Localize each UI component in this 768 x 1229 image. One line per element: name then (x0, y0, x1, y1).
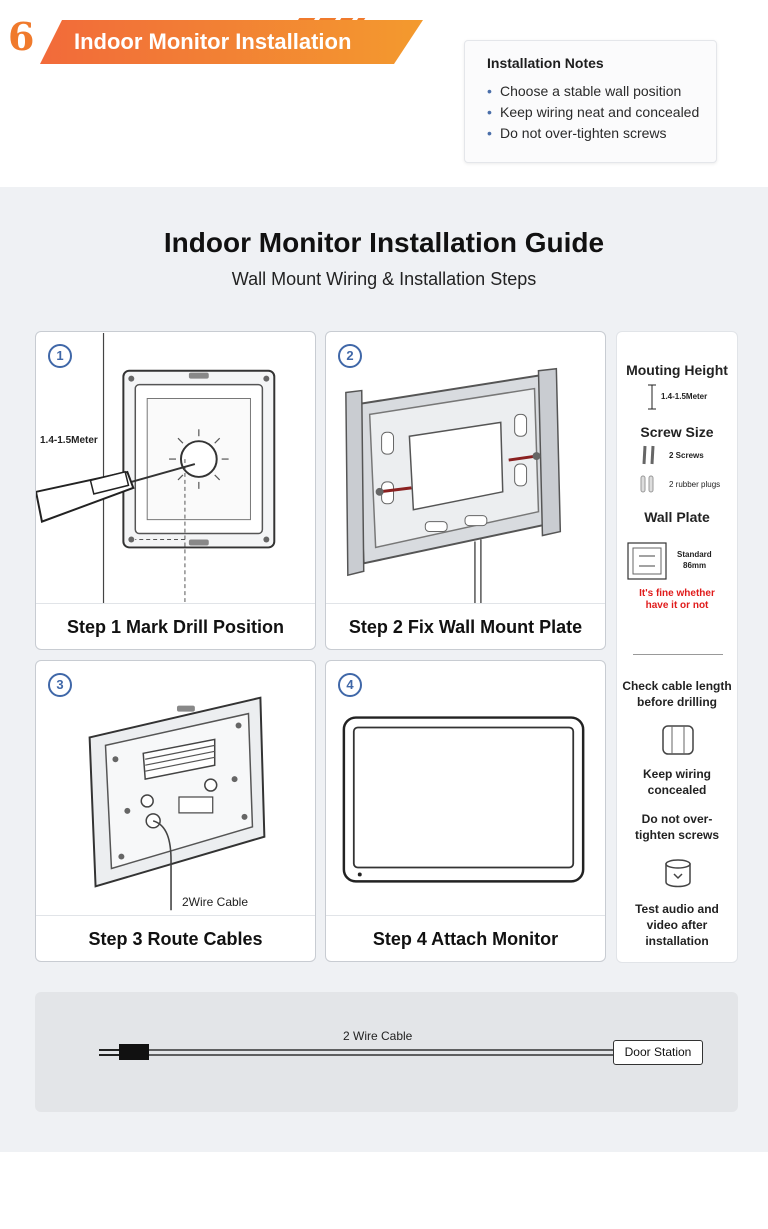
installation-notes-card: Installation Notes Choose a stable wall … (464, 40, 717, 163)
plate-size: 86mm (683, 561, 707, 570)
route-cable-illustration (88, 696, 266, 911)
door-station-box: Door Station (613, 1040, 703, 1065)
step-badge-3: 3 (48, 673, 72, 697)
step-card-1: 1.4-1.5Meter 1 Step 1 Mark Drill Positio… (35, 331, 316, 650)
guide-title: Indoor Monitor Installation Guide (163, 227, 605, 258)
step-badge-1: 1 (48, 344, 72, 368)
tip-no-overtighten-2: tighten screws (634, 828, 720, 842)
section-banner: Indoor Monitor Installation (40, 18, 423, 64)
step-label-4: Step 4 Attach Monitor (326, 915, 605, 961)
tip-test-av-3: installation (645, 934, 709, 948)
plate-optional-note-2: have it or not (645, 600, 709, 611)
notes-item: Keep wiring neat and concealed (487, 102, 699, 123)
screw-count: 2 Screws (669, 451, 704, 460)
tip-keep-wiring: Keep wiring (642, 767, 711, 781)
step-card-2: 2 Step 2 Fix Wall Mount Plate (325, 331, 606, 650)
guide-subtitle: Wall Mount Wiring & Installation Steps (231, 269, 537, 289)
step-label-2: Step 2 Fix Wall Mount Plate (326, 603, 605, 649)
speaker-test-icon (665, 859, 691, 888)
cable-diagram: 2 Wire Cable Door Station (35, 992, 738, 1112)
tip-check-cable-2: before drilling (636, 695, 717, 709)
step-card-3: 2Wire Cable 3 Step 3 Route Cables (35, 660, 316, 962)
step-badge-4: 4 (338, 673, 362, 697)
tip-no-overtighten: Do not over- (641, 812, 713, 826)
section-number: 6 (8, 14, 35, 59)
tip-keep-wiring-2: concealed (647, 783, 707, 797)
notes-title: Installation Notes (487, 55, 604, 71)
notes-list: Choose a stable wall position Keep wirin… (487, 81, 699, 144)
cable-line (99, 1044, 613, 1060)
height-marker-icon (648, 384, 656, 410)
wall-plate-title: Wall Plate (644, 509, 710, 525)
step3-cable-annotation: 2Wire Cable (182, 895, 249, 909)
tip-test-av: Test audio and (635, 902, 719, 916)
screw-size-title: Screw Size (640, 424, 714, 440)
step-badge-2: 2 (338, 344, 362, 368)
monitor-illustration (342, 716, 585, 883)
step-label-1: Step 1 Mark Drill Position (36, 603, 315, 649)
plate-standard: Standard (677, 550, 712, 559)
banner-title: Indoor Monitor Installation (74, 29, 352, 54)
notes-item: Do not over-tighten screws (487, 123, 694, 144)
notes-item: Choose a stable wall position (487, 81, 694, 102)
wall-plate-icon (627, 542, 667, 580)
screw-icon (642, 445, 655, 465)
banner-shape (40, 18, 423, 64)
rubber-plug-icon (640, 475, 654, 493)
installation-guide-panel: Indoor Monitor Installation Guide Wall M… (0, 187, 768, 1152)
spec-sidebar: Mouting Height 1.4-1.5Meter Screw Size 2… (616, 331, 738, 963)
cable-box-icon (662, 725, 694, 755)
tip-test-av-2: video after (646, 918, 708, 932)
rubber-plug-count: 2 rubber plugs (669, 480, 721, 489)
cable-label: 2 Wire Cable (343, 1029, 413, 1043)
mounting-height-title: Mouting Height (626, 362, 728, 378)
step-label-3: Step 3 Route Cables (36, 915, 315, 961)
wall-plate-illustration (345, 367, 562, 604)
drill-illustration (36, 332, 276, 604)
sidebar-divider (633, 654, 723, 655)
plate-optional-note: It's fine whether (639, 588, 715, 599)
step-card-4: 4 Step 4 Attach Monitor (325, 660, 606, 962)
mounting-height-value: 1.4-1.5Meter (661, 392, 708, 401)
step1-height-annotation: 1.4-1.5Meter (40, 435, 98, 446)
tip-check-cable: Check cable length (622, 679, 732, 693)
